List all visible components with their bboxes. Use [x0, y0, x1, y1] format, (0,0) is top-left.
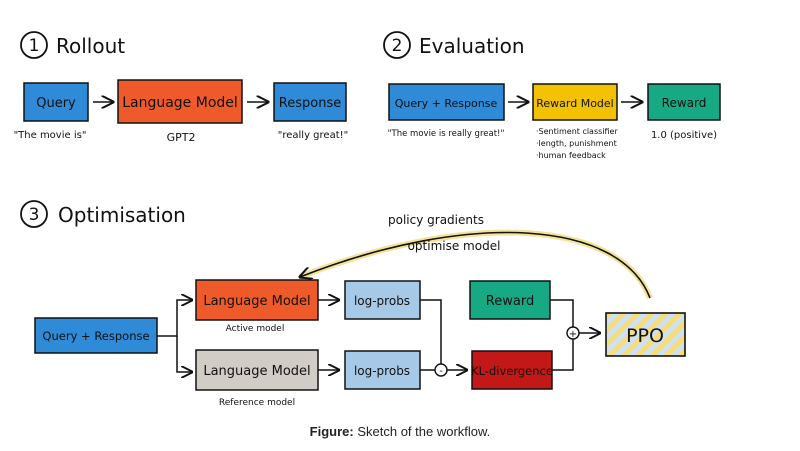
- rollout-query-caption: "The movie is": [14, 130, 87, 141]
- minus-symbol: -: [439, 366, 443, 377]
- opt-ref-lm-caption: Reference model: [219, 398, 295, 408]
- section-1-number-circle: [20, 31, 48, 59]
- split-arrow-bottom: [176, 336, 192, 372]
- split-arrow-top: [157, 300, 192, 337]
- rollout-query-label: Query: [36, 96, 76, 111]
- opt-ref-lm-box: [195, 349, 319, 391]
- opt-kl-label: KL-divergence: [471, 364, 553, 378]
- kl-to-plus: [552, 339, 574, 371]
- eval-reward-label: Reward: [662, 96, 707, 110]
- eval-reward-caption: 1.0 (positive): [651, 130, 717, 141]
- opt-active-lm-box: [195, 279, 319, 321]
- rollout-lm-label: Language Model: [122, 95, 238, 111]
- opt-ppo-box: [605, 312, 686, 357]
- opt-logprobs-bottom-box: [344, 350, 421, 390]
- section-optimisation: 3 Optimisation policy gradients optimise…: [20, 200, 686, 408]
- section-3-number: 3: [29, 205, 40, 225]
- section-2-title: Evaluation: [419, 34, 525, 58]
- rollout-lm-caption: GPT2: [167, 131, 196, 144]
- eval-reward-model-note-2: ·length, punishment: [536, 139, 617, 148]
- section-2-number-circle: [383, 31, 411, 59]
- eval-qr-label: Query + Response: [395, 97, 498, 110]
- eval-qr-caption: "The movie is really great!": [388, 129, 505, 139]
- eval-reward-model-label: Reward Model: [536, 97, 614, 110]
- figure-caption-bold: Figure:: [309, 424, 354, 439]
- logprobs-top-to-minus: [420, 299, 442, 364]
- feedback-label-1: policy gradients: [388, 213, 484, 227]
- opt-qr-box: [34, 317, 158, 354]
- rollout-lm-box: [117, 79, 243, 124]
- section-3-title: Optimisation: [58, 203, 186, 227]
- section-evaluation: 2 Evaluation Query + Response "The movie…: [383, 31, 721, 160]
- eval-qr-box: [388, 83, 505, 121]
- opt-qr-label: Query + Response: [42, 329, 149, 343]
- plus-symbol: +: [569, 329, 577, 340]
- section-rollout: 1 Rollout Query "The movie is" Language …: [14, 31, 348, 144]
- eval-reward-model-note-1: ·Sentiment classifier: [536, 127, 618, 136]
- rollout-response-label: Response: [279, 96, 341, 111]
- opt-ppo-label: PPO: [626, 325, 664, 347]
- opt-logprobs-bottom-label: log-probs: [354, 364, 410, 378]
- opt-active-lm-label: Language Model: [203, 294, 310, 309]
- reward-to-plus: [550, 299, 574, 327]
- rollout-response-caption: "really great!": [278, 130, 348, 141]
- feedback-arc: [300, 231, 651, 299]
- figure-caption-text: Sketch of the workflow.: [353, 424, 491, 439]
- opt-reward-label: Reward: [486, 294, 534, 309]
- section-2-number: 2: [392, 36, 403, 56]
- rollout-query-box: [23, 82, 89, 122]
- figure-caption: Figure: Sketch of the workflow.: [0, 424, 800, 439]
- rollout-response-box: [273, 82, 347, 122]
- opt-active-lm-caption: Active model: [226, 324, 285, 334]
- eval-reward-box: [647, 83, 721, 121]
- eval-reward-model-note-3: ·human feedback: [536, 151, 606, 160]
- opt-ref-lm-label: Language Model: [203, 364, 310, 379]
- feedback-label-2: optimise model: [408, 239, 501, 253]
- opt-logprobs-top-box: [344, 280, 421, 320]
- section-1-number: 1: [29, 36, 40, 56]
- opt-logprobs-top-label: log-probs: [354, 294, 410, 308]
- section-3-number-circle: [20, 200, 48, 228]
- eval-reward-model-box: [532, 83, 618, 121]
- section-1-title: Rollout: [56, 34, 125, 58]
